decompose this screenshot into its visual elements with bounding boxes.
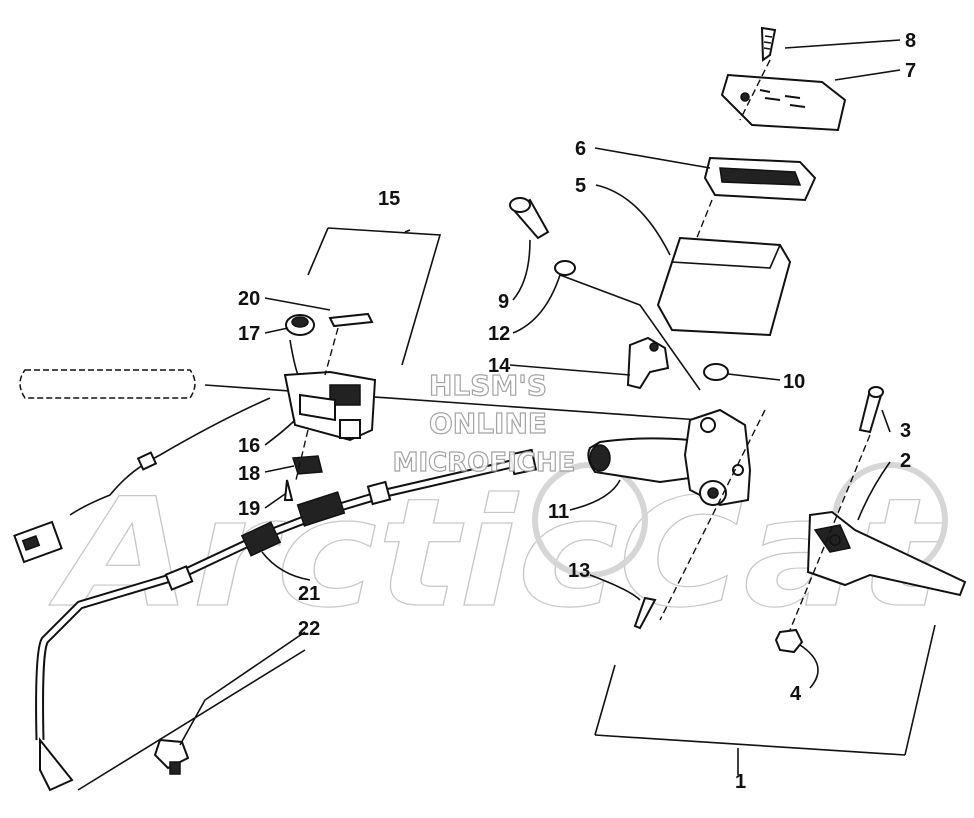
group-15-bracket <box>327 227 442 366</box>
lever-pivot-bolt <box>858 386 884 434</box>
callout-9: 9 <box>498 291 509 313</box>
callout-21: 21 <box>298 583 320 605</box>
callout-7: 7 <box>905 60 916 82</box>
clamp-screw <box>509 197 550 240</box>
reservoir-cover <box>720 73 847 132</box>
callout-2: 2 <box>900 450 911 472</box>
handlebar-grip <box>19 369 196 399</box>
assembly-axis-lines <box>295 59 871 631</box>
callout-5: 5 <box>575 175 586 197</box>
switch-wire-harness <box>13 339 301 564</box>
callout-11: 11 <box>548 501 569 523</box>
switch-plate <box>328 312 374 328</box>
callout-labels: 1 2 3 4 5 6 7 8 9 10 11 12 13 14 15 16 1… <box>238 30 916 793</box>
group-1-bracket <box>594 624 936 775</box>
callout-19: 19 <box>238 498 260 520</box>
callout-6: 6 <box>575 138 586 160</box>
callout-17: 17 <box>238 323 260 345</box>
watermark-line-3: MICROFICHE <box>393 448 576 478</box>
callout-3: 3 <box>900 420 911 442</box>
reservoir-gasket <box>703 363 729 381</box>
master-cylinder-body <box>587 408 752 507</box>
brake-lever <box>806 510 967 597</box>
leader-lines <box>77 39 901 791</box>
brake-hose <box>35 448 538 792</box>
callout-8: 8 <box>905 30 916 52</box>
callout-1: 1 <box>735 771 746 793</box>
switch-screw <box>283 479 294 501</box>
reservoir-diaphragm <box>703 156 817 202</box>
callout-15: 15 <box>378 188 400 210</box>
cover-screw <box>760 26 777 62</box>
handlebar-clamp <box>626 336 670 390</box>
watermark-line-1: HLSM'S <box>429 369 547 402</box>
callout-18: 18 <box>238 463 260 485</box>
callout-4: 4 <box>790 683 802 705</box>
lever-lock-nut <box>774 628 804 654</box>
watermark-line-2: ONLINE <box>429 407 547 440</box>
switch-clip <box>292 455 323 475</box>
clamp-washer <box>554 260 576 276</box>
callout-20: 20 <box>238 288 260 310</box>
watermark-logo-text: ArcticCat <box>49 467 946 641</box>
callout-16: 16 <box>238 435 260 457</box>
watermark-text: HLSM'S ONLINE MICROFICHE <box>392 368 576 478</box>
watermark-logo: ArcticCat <box>48 462 948 642</box>
switch-housing <box>283 370 377 442</box>
pivot-screw <box>633 596 657 630</box>
callout-12: 12 <box>488 323 510 345</box>
banjo-fitting <box>153 738 190 775</box>
switch-boot <box>285 314 315 336</box>
fluid-reservoir <box>656 236 792 337</box>
callout-14: 14 <box>488 355 511 377</box>
callout-13: 13 <box>568 560 590 582</box>
callout-10: 10 <box>783 371 805 393</box>
callout-22: 22 <box>298 618 320 640</box>
